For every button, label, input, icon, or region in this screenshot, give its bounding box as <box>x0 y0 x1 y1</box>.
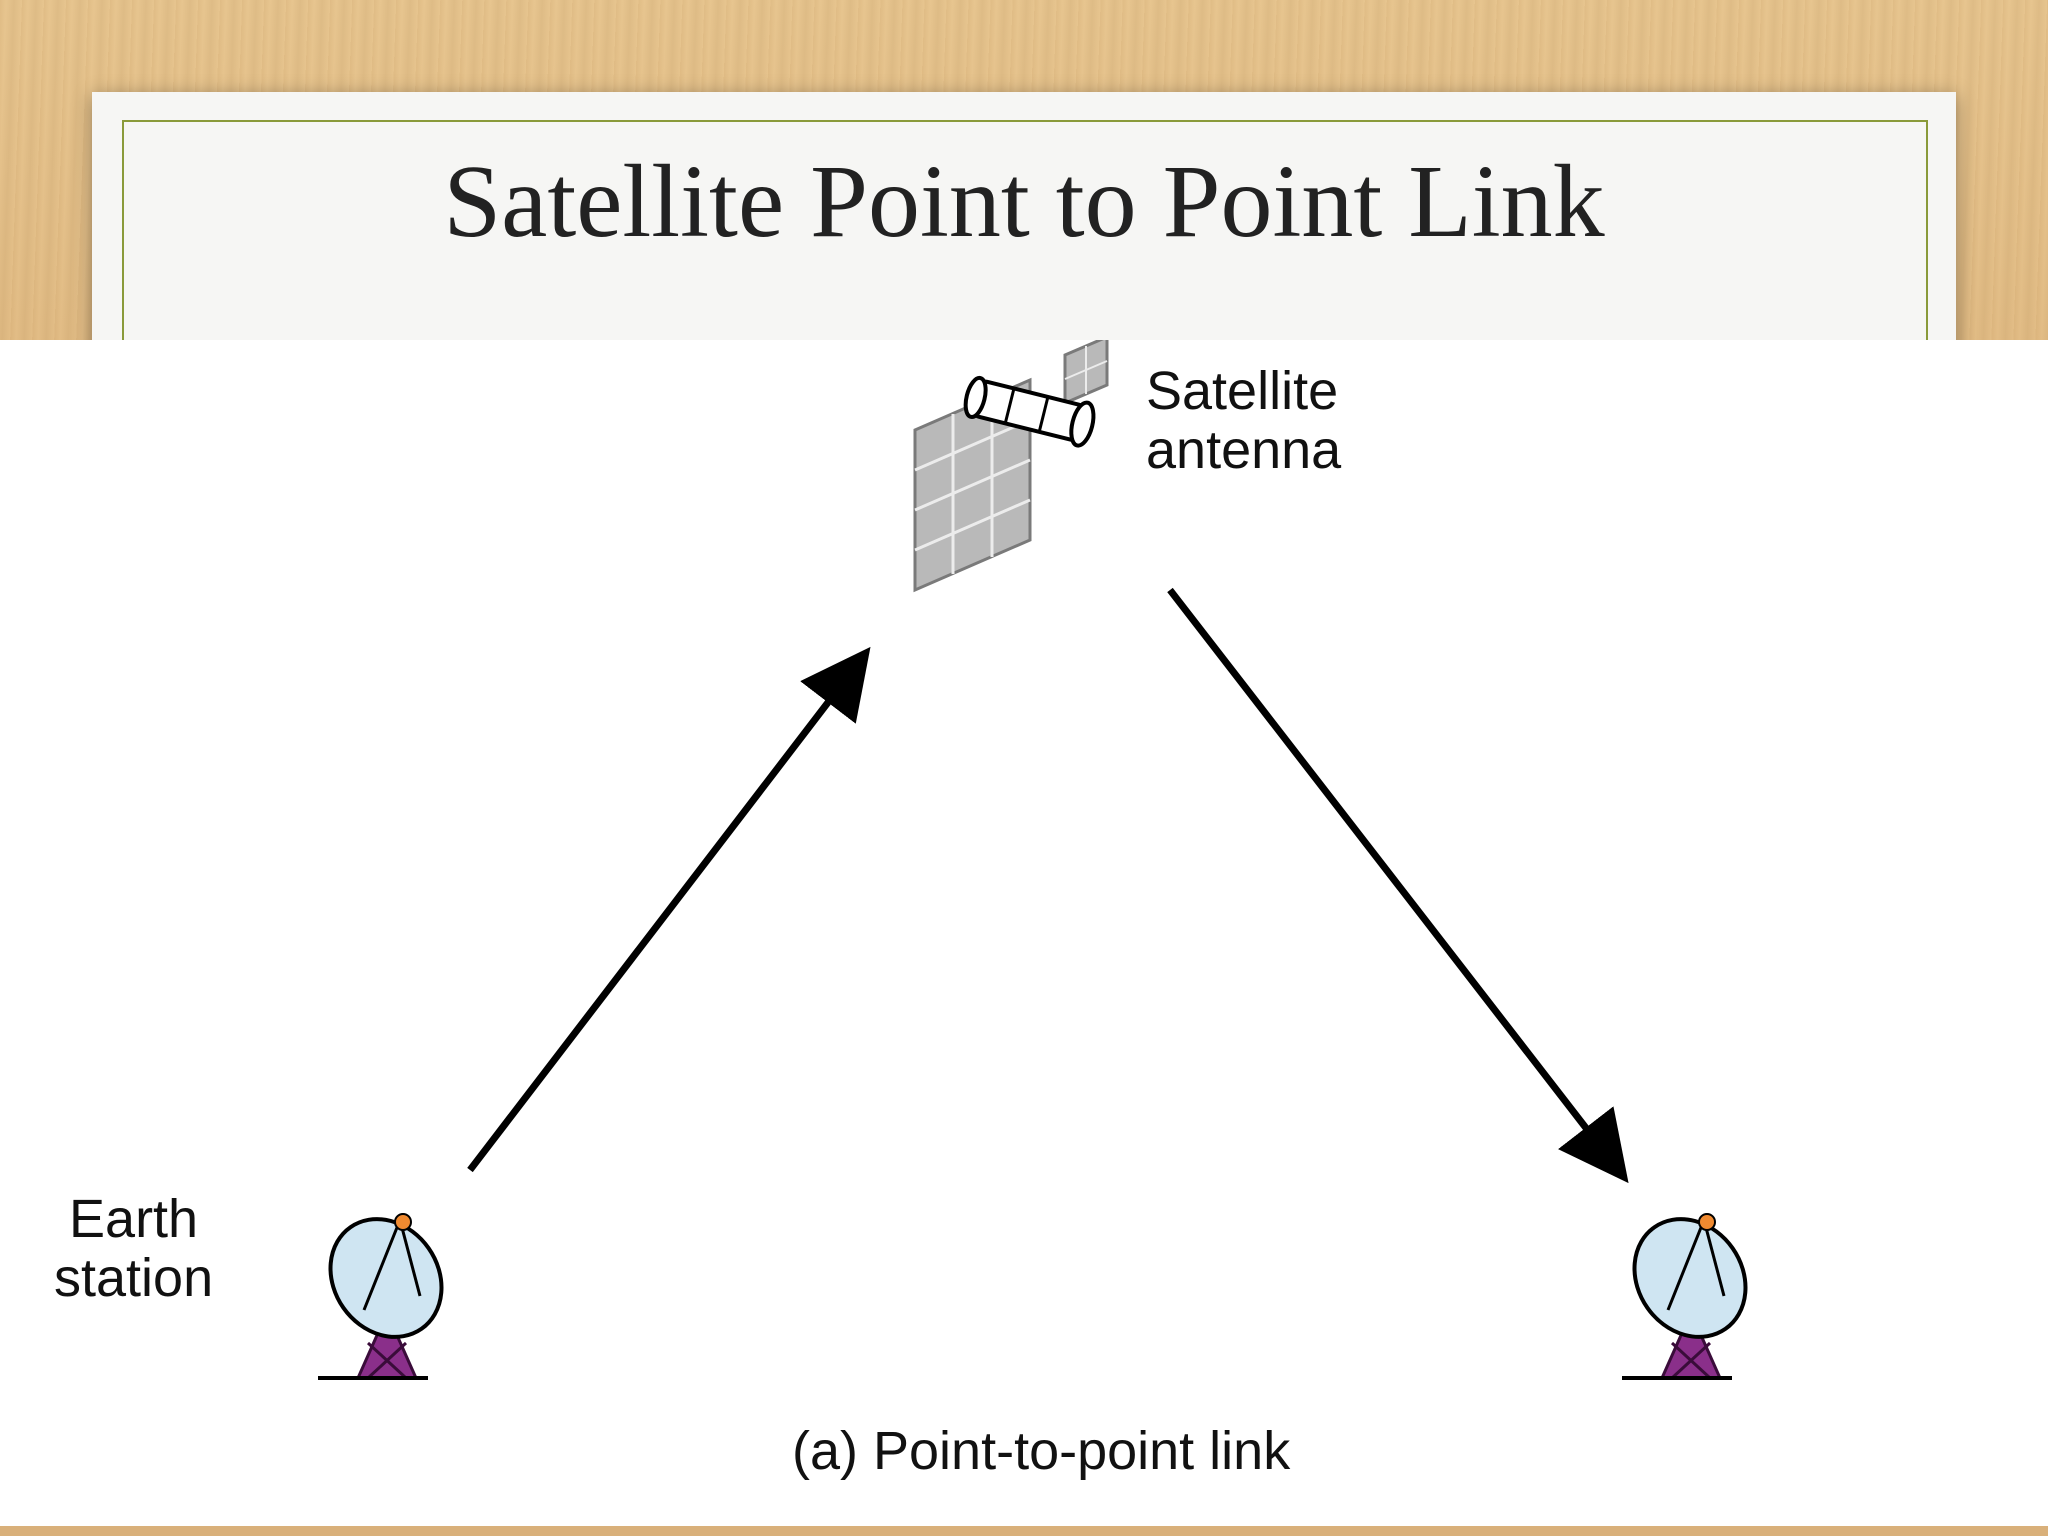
satellite-label: Satellite antenna <box>1146 361 1342 481</box>
earth-label-line1: Earth <box>69 1189 199 1249</box>
slide-title: Satellite Point to Point Link <box>443 144 1605 259</box>
downlink-arrow <box>1167 587 1629 1184</box>
earth-station-label: Earth station <box>54 1189 214 1309</box>
uplink-arrow <box>467 646 871 1173</box>
diagram-caption: (a) Point-to-point link <box>792 1421 1291 1481</box>
diagram-panel: Satellite antenna Earth station (a) Poin… <box>0 340 2048 1526</box>
bottom-strip <box>0 1526 2048 1536</box>
satellite-dish-icon <box>318 1213 444 1380</box>
earth-label-line2: station <box>54 1248 214 1309</box>
satellite-icon <box>913 340 1109 593</box>
satellite-dish-icon <box>1622 1213 1748 1380</box>
slide-frame <box>122 120 1928 422</box>
satellite-label-line2: antenna <box>1146 420 1342 481</box>
diagram-canvas <box>318 340 1748 1380</box>
satellite-label-line1: Satellite <box>1146 361 1339 421</box>
